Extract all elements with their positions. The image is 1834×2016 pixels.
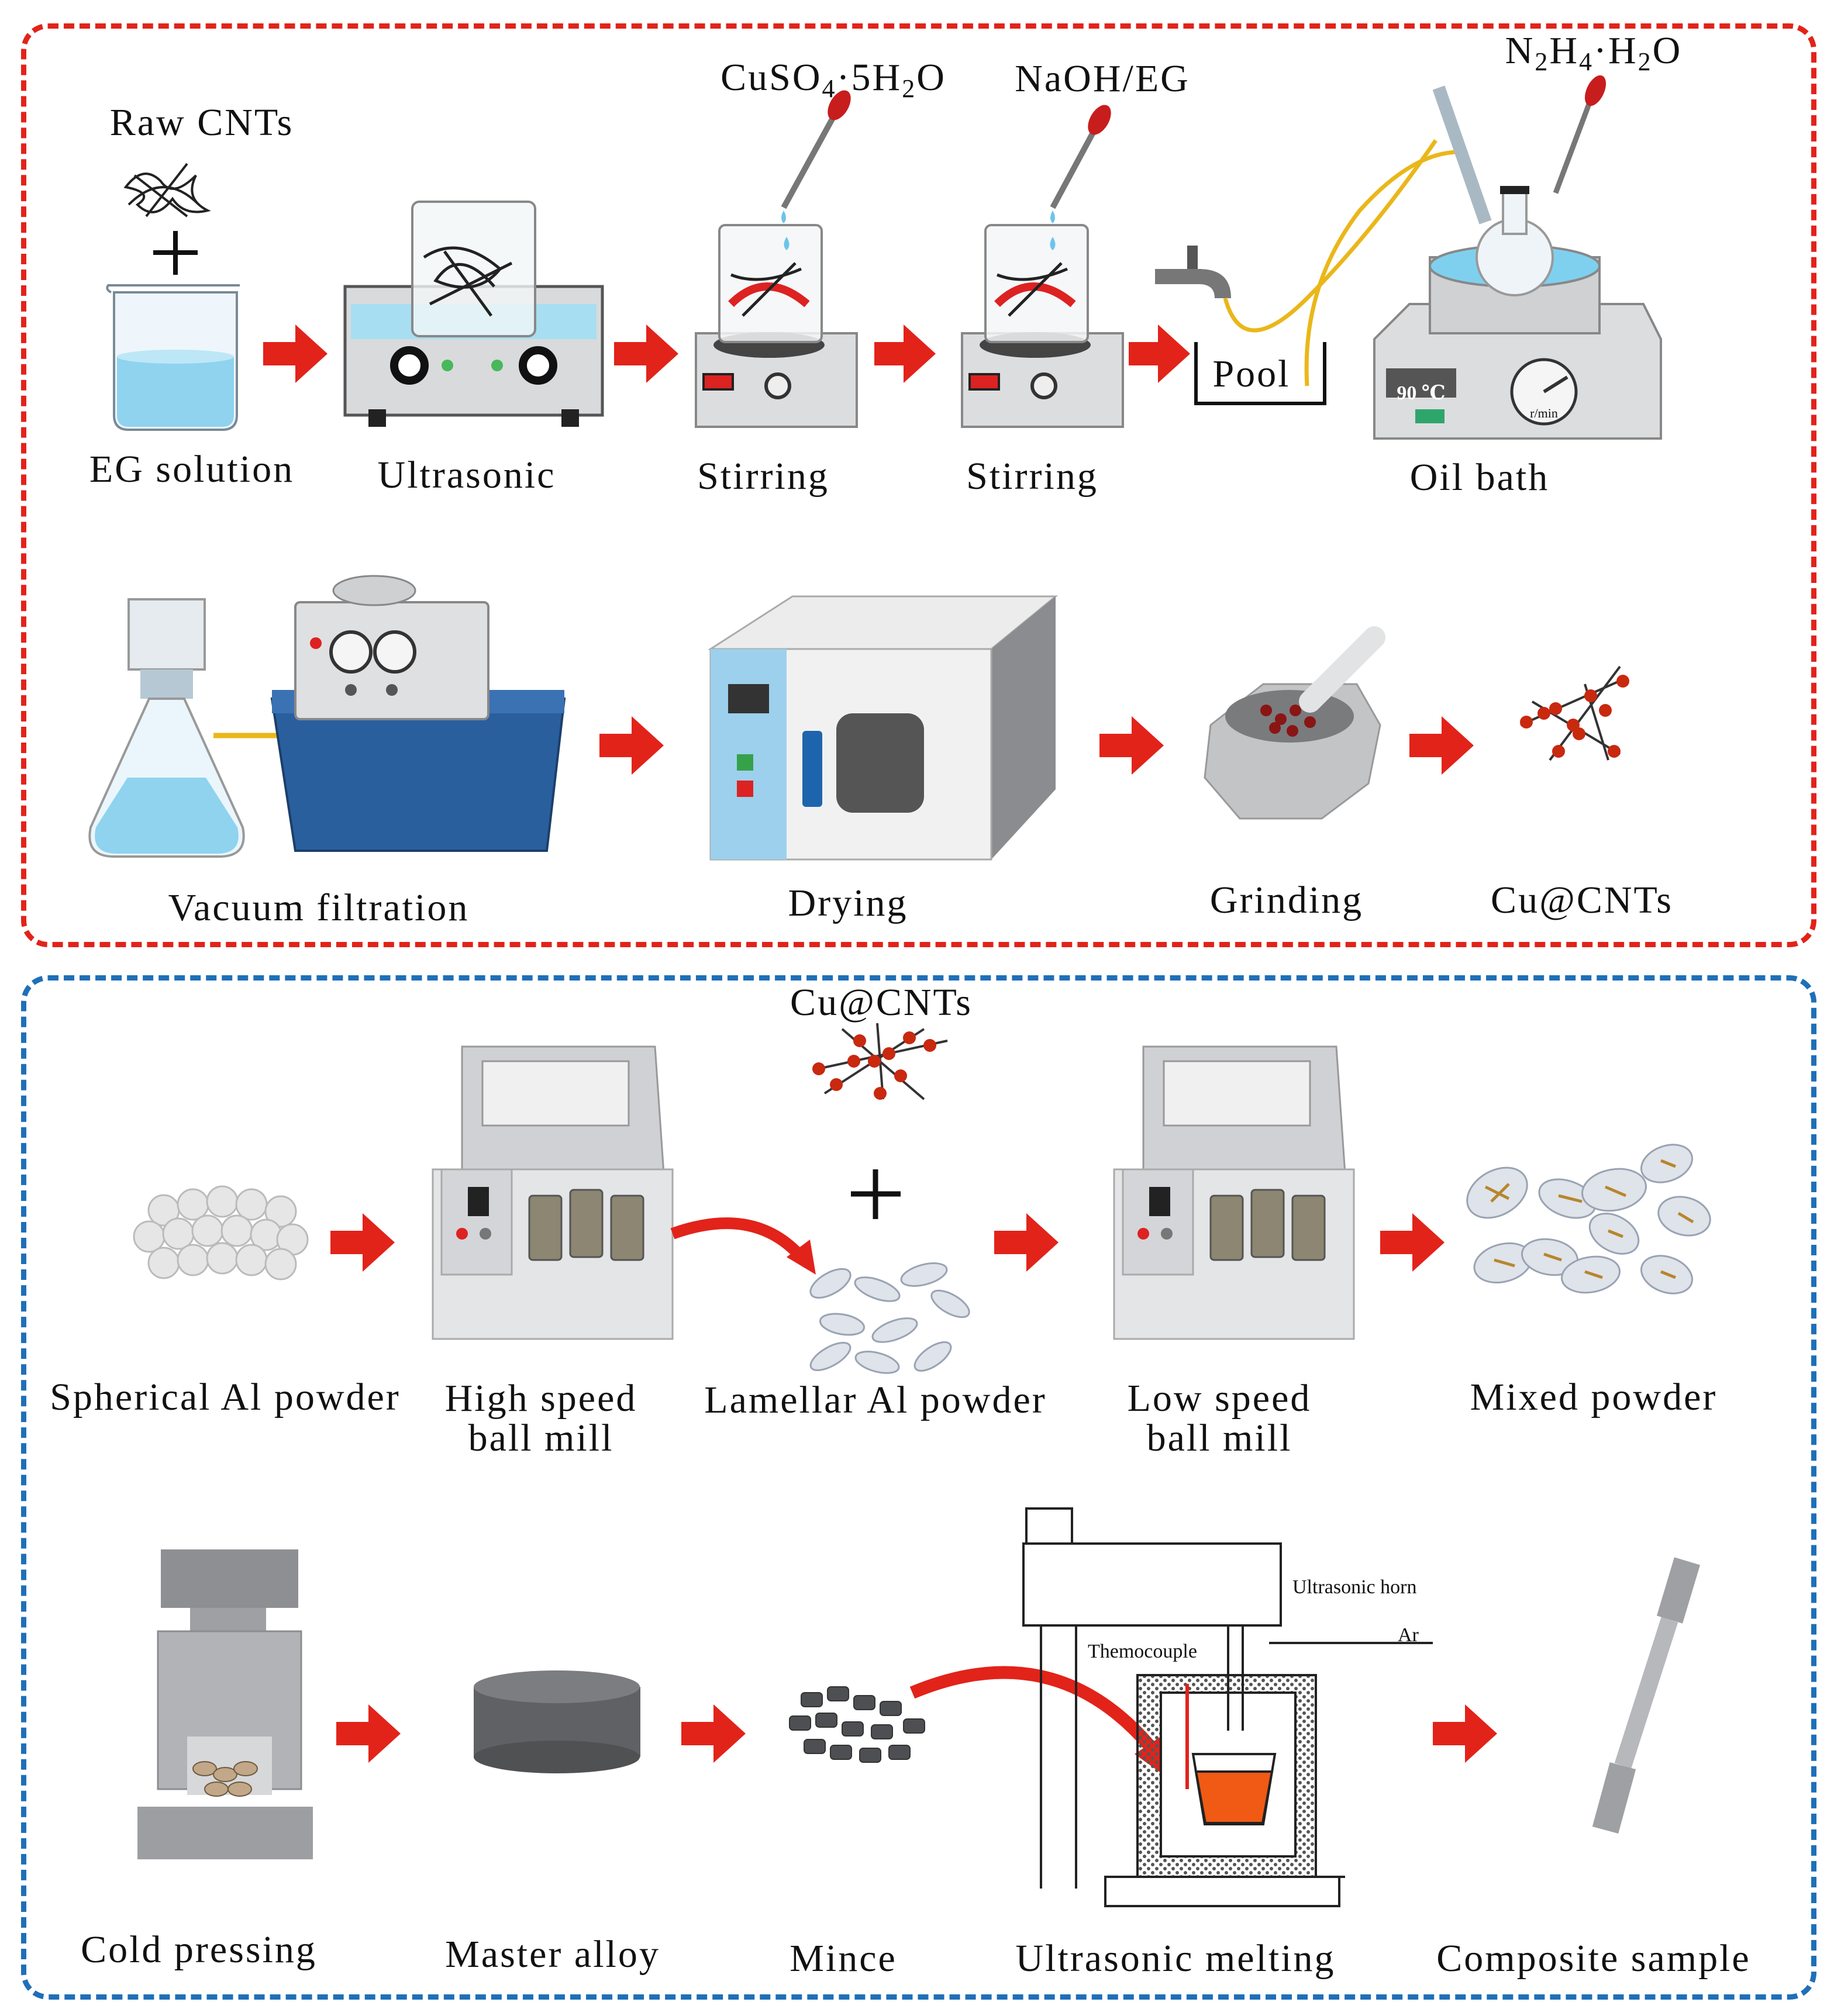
thermocouple-label: Themocouple [1088, 1641, 1197, 1662]
ultrasonic-melting-label: Ultrasonic melting [1015, 1937, 1336, 1980]
master-alloy-label: Master alloy [445, 1933, 660, 1976]
stirring-1-label: Stirring [697, 455, 829, 498]
mixed-powder-icon [1466, 1144, 1711, 1294]
high-speed-label-1: High speed [444, 1377, 637, 1420]
cuso4-label: CuSO4·5H2O [720, 56, 946, 103]
arrow-3 [874, 325, 936, 383]
plus-icon-2 [851, 1169, 901, 1219]
magnetic-stirrer-1-icon [695, 224, 858, 428]
arrow-7 [1409, 716, 1474, 775]
transfer-arrow-icon [670, 1217, 816, 1275]
oil-bath-icon [1373, 75, 1662, 440]
arrow-12 [681, 1704, 746, 1763]
spherical-al-label: Spherical Al powder [50, 1376, 401, 1418]
cooling-tubes-icon [1223, 139, 1460, 386]
drying-label: Drying [788, 882, 908, 924]
mince-pieces-icon [789, 1686, 925, 1763]
arrow-13 [1433, 1704, 1497, 1763]
ultrasonic-horn-label: Ultrasonic horn [1292, 1576, 1417, 1598]
arrow-11 [336, 1704, 401, 1763]
pool-label: Pool [1212, 353, 1291, 395]
drying-oven-icon [707, 595, 1059, 861]
high-speed-label-2: ball mill [468, 1417, 614, 1459]
hydrazine-label: N2H4·H2O [1505, 29, 1683, 77]
low-speed-label-2: ball mill [1146, 1417, 1292, 1459]
stirring-2-label: Stirring [966, 455, 1098, 498]
cold-press-die-icon [137, 1549, 313, 1859]
oil-bath-label: Oil bath [1409, 456, 1550, 499]
cu-cnts-synthesis-panel [21, 23, 1816, 947]
arrow-9 [994, 1213, 1059, 1272]
plus-icon [153, 231, 198, 275]
arrow-8 [330, 1213, 395, 1272]
composite-sample-icon [1592, 1557, 1701, 1834]
lamellar-al-powder-icon [809, 1262, 970, 1374]
ultrasonic-label: Ultrasonic [377, 454, 556, 496]
ultrasonic-melting-apparatus-icon [1022, 1507, 1433, 1907]
dropper-1-icon [781, 90, 851, 250]
arrow-6 [1099, 716, 1164, 775]
lamellar-al-label: Lamellar Al powder [704, 1379, 1047, 1421]
mixed-powder-label: Mixed powder [1470, 1376, 1718, 1418]
mortar-pestle-icon [1204, 626, 1385, 820]
ultrasonic-bath-icon [343, 201, 604, 427]
master-alloy-icon [474, 1670, 640, 1773]
spherical-al-powder-icon [133, 1185, 309, 1280]
water-tap-icon [1155, 246, 1231, 298]
cold-pressing-label: Cold pressing [81, 1928, 317, 1971]
mince-label: Mince [790, 1937, 897, 1980]
naoh-eg-label: NaOH/EG [1015, 57, 1190, 100]
cu-cnts-top-label: Cu@CNTs [1491, 879, 1673, 921]
vacuum-pump-icon [270, 575, 566, 852]
cu-cnts-product-icon [1520, 665, 1629, 761]
vacuum-filtration-label: Vacuum filtration [168, 886, 470, 929]
high-speed-ball-mill-icon [432, 1045, 674, 1340]
arrow-2 [614, 325, 678, 383]
composite-fabrication-panel [21, 975, 1816, 2000]
composite-sample-label: Composite sample [1436, 1937, 1751, 1980]
eg-solution-beaker-icon [106, 284, 240, 431]
magnetic-stirrer-2-icon [961, 224, 1124, 428]
arrow-4 [1129, 325, 1190, 383]
eg-solution-label: EG solution [89, 448, 295, 491]
raw-cnts-label: Raw CNTs [109, 101, 294, 144]
raw-cnts-icon [123, 163, 211, 218]
oil-bath-gauge-label: r/min [1530, 406, 1558, 420]
arrow-1 [263, 325, 328, 383]
arrow-10 [1380, 1213, 1445, 1272]
argon-label: Ar [1398, 1624, 1419, 1646]
arrow-5 [599, 716, 664, 775]
oil-bath-display: 90 ℃ [1397, 382, 1446, 404]
cu-cnts-additive-icon [812, 1023, 948, 1100]
pool-icon [1194, 342, 1326, 405]
dropper-2-icon [1050, 105, 1111, 250]
low-speed-ball-mill-icon [1113, 1045, 1355, 1340]
cu-cnts-bottom-label: Cu@CNTs [790, 981, 973, 1024]
low-speed-label-1: Low speed [1127, 1377, 1312, 1420]
grinding-label: Grinding [1209, 879, 1364, 921]
